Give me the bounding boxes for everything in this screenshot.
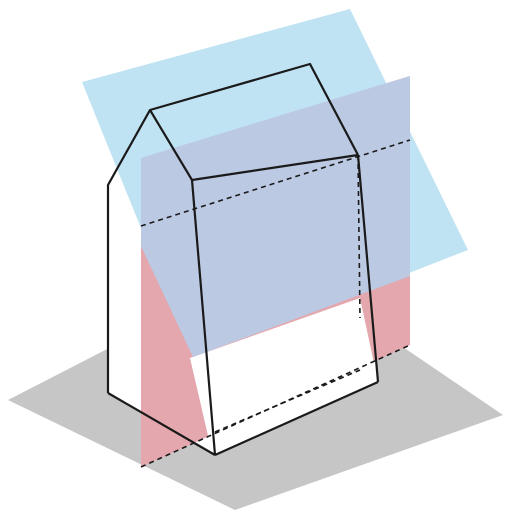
dashed-lines — [140, 139, 411, 468]
house-base-left — [107, 392, 216, 456]
house-outline — [106, 62, 380, 457]
house-front-left-edge — [190, 179, 217, 456]
house-roof-ridge — [149, 109, 193, 181]
house-base-front — [214, 380, 379, 457]
house-front-right-edge — [356, 154, 380, 383]
hidden-back-edge — [357, 154, 361, 319]
house-eave — [191, 153, 359, 182]
blue-red-overlap — [141, 76, 410, 357]
plane-intersection-line — [140, 139, 411, 227]
house-interior-cut — [190, 298, 378, 453]
